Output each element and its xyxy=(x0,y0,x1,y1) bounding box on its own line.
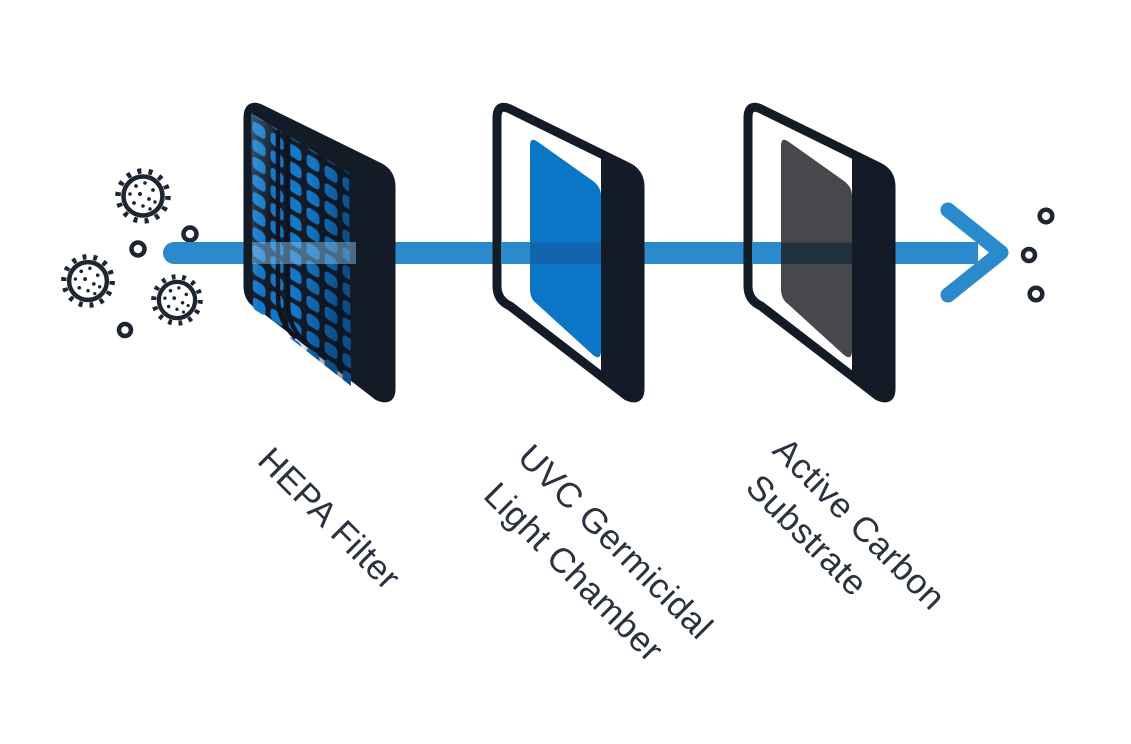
airflow-segment xyxy=(640,242,754,264)
hepa-mesh-crease xyxy=(275,130,307,344)
particle-dot-icon xyxy=(116,321,134,339)
particle-dot-icon xyxy=(1020,246,1038,264)
particle-dot-icon xyxy=(181,225,199,243)
inlet-particles xyxy=(64,171,201,339)
uvc-slab-side xyxy=(601,155,640,398)
particle-dot-icon xyxy=(129,240,147,258)
airflow-through-hepa xyxy=(252,242,356,264)
airflow-through-uvc xyxy=(530,242,601,264)
airflow-through-carbon xyxy=(781,242,852,264)
virus-particle-icon xyxy=(154,277,201,324)
airflow-segment xyxy=(752,242,783,264)
virus-particle-icon xyxy=(118,171,168,221)
virus-particle-icon xyxy=(64,257,113,306)
particle-dot-icon xyxy=(1037,207,1055,225)
airflow-segment xyxy=(501,242,532,264)
stage-labels: HEPA Filter UVC Germicidal Light Chamber… xyxy=(250,430,953,670)
carbon-substrate-slab xyxy=(743,102,896,403)
flow-arrow-icon xyxy=(940,202,1009,303)
airflow-segment xyxy=(893,242,978,264)
hepa-filter-slab xyxy=(243,102,396,403)
uvc-chamber-slab xyxy=(492,102,645,403)
airflow-line xyxy=(163,242,978,264)
outflow xyxy=(940,202,1055,303)
airflow-segment xyxy=(163,242,255,264)
particle-dot-icon xyxy=(1027,285,1045,303)
hepa-filter-label: HEPA Filter xyxy=(250,440,408,598)
airflow-segment xyxy=(388,242,504,264)
carbon-slab-side xyxy=(852,155,891,398)
